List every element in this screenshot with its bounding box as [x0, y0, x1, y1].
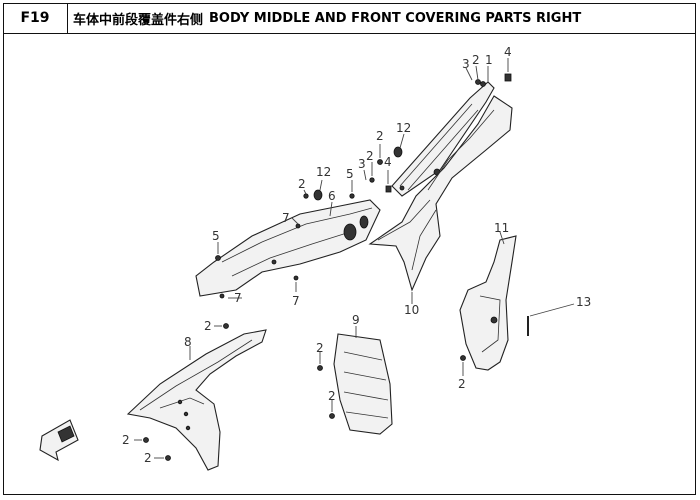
callout-2: 2: [298, 177, 306, 191]
callout-13: 13: [576, 295, 591, 309]
leader-lines: [134, 58, 575, 459]
callout-2: 2: [366, 149, 374, 163]
callout-4: 4: [384, 155, 392, 169]
callout-8: 8: [184, 335, 192, 349]
page-title: 车体中前段覆盖件右侧 BODY MIDDLE AND FRONT COVERIN…: [73, 3, 587, 33]
callout-2: 2: [144, 451, 152, 465]
diagram-frame: [3, 3, 696, 495]
front-direction-arrow-icon: [39, 419, 79, 462]
callout-3: 3: [358, 157, 366, 171]
callout-2: 2: [376, 129, 384, 143]
callout-7: 7: [282, 211, 290, 225]
callout-2: 2: [458, 377, 466, 391]
callout-10: 10: [404, 303, 419, 317]
part-10-side-panel[interactable]: [368, 95, 513, 292]
header-bar: F19 车体中前段覆盖件右侧 BODY MIDDLE AND FRONT COV…: [3, 3, 696, 34]
callout-12: 12: [316, 165, 331, 179]
title-english: BODY MIDDLE AND FRONT COVERING PARTS RIG…: [209, 10, 582, 26]
callout-labels: 1 2 3 4 12 2 2 3 4 12 5 2 6 7 5 7 7 2 8 …: [122, 45, 591, 465]
callout-4: 4: [504, 45, 512, 59]
callout-3: 3: [462, 57, 470, 71]
callout-12: 12: [396, 121, 411, 135]
figure-code: F19: [3, 3, 68, 33]
callout-2: 2: [316, 341, 324, 355]
callout-11: 11: [494, 221, 509, 235]
callout-7: 7: [292, 294, 300, 308]
callout-2: 2: [328, 389, 336, 403]
callout-2: 2: [122, 433, 130, 447]
callout-5: 5: [346, 167, 354, 181]
fasteners: [143, 73, 512, 461]
title-chinese: 车体中前段覆盖件右侧: [73, 12, 204, 28]
part-8-front-fairing[interactable]: [126, 329, 267, 471]
callout-5: 5: [212, 229, 220, 243]
callout-2: 2: [204, 319, 212, 333]
part-6-middle-cover[interactable]: [195, 199, 381, 297]
callout-1: 1: [485, 53, 493, 67]
part-9-inner-duct[interactable]: [333, 333, 393, 435]
callout-9: 9: [352, 313, 360, 327]
callout-7: 7: [234, 291, 242, 305]
callout-2: 2: [472, 53, 480, 67]
callout-6: 6: [328, 189, 336, 203]
part-11-bracket[interactable]: [459, 235, 517, 371]
